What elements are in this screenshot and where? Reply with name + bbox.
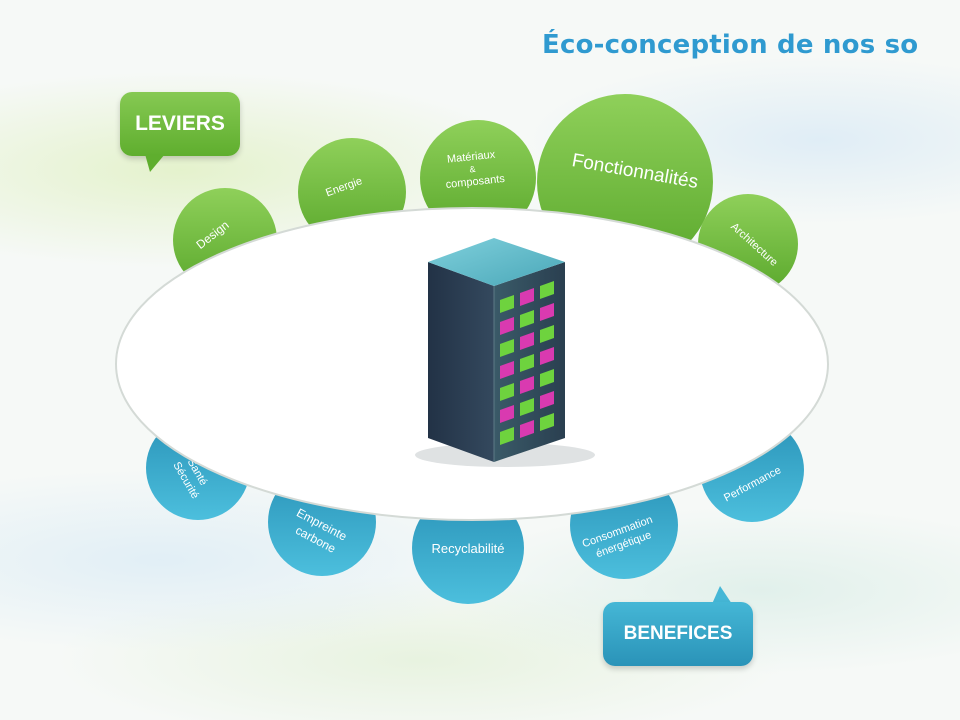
benefit-circle-energy-consumption: Consommation énergétique bbox=[570, 471, 678, 579]
server-led bbox=[540, 347, 554, 365]
server-led-grid bbox=[500, 281, 554, 445]
server-led bbox=[500, 317, 514, 335]
benefits-callout: BENEFICES bbox=[603, 602, 753, 666]
lever-label-materials: Matériaux bbox=[446, 149, 496, 166]
server-led bbox=[500, 295, 514, 313]
server-led bbox=[540, 281, 554, 299]
server-led bbox=[500, 383, 514, 401]
svg-text:Matériaux & compos: Matériaux & composants bbox=[443, 148, 506, 191]
levers-callout: LEVIERS bbox=[120, 92, 240, 156]
server-led bbox=[540, 391, 554, 409]
server-led bbox=[540, 303, 554, 321]
page-title: Éco-conception de nos so bbox=[542, 30, 919, 60]
server-tower-icon bbox=[428, 238, 565, 462]
server-led bbox=[540, 413, 554, 431]
lever-label-ampersand: & bbox=[469, 164, 476, 175]
server-led bbox=[520, 310, 534, 328]
server-led bbox=[520, 398, 534, 416]
server-led bbox=[520, 332, 534, 350]
server-led bbox=[500, 339, 514, 357]
server-led bbox=[540, 325, 554, 343]
lever-circle-materials: Matériaux & composants bbox=[420, 120, 536, 236]
server-led bbox=[540, 369, 554, 387]
server-led bbox=[520, 376, 534, 394]
server-led bbox=[520, 288, 534, 306]
benefit-label-recyclability: Recyclabilité bbox=[432, 541, 505, 556]
server-led bbox=[520, 354, 534, 372]
server-led bbox=[500, 427, 514, 445]
server-led bbox=[520, 420, 534, 438]
server-led bbox=[500, 405, 514, 423]
server-led bbox=[500, 361, 514, 379]
